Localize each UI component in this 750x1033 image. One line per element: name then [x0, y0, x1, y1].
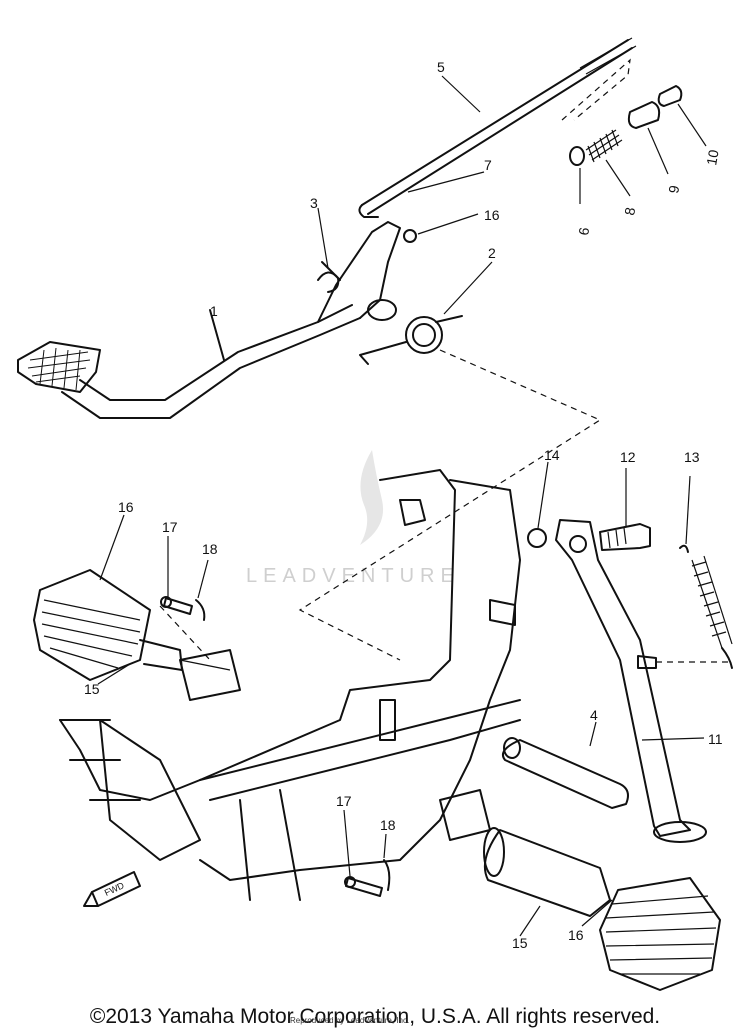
clip — [317, 271, 340, 293]
parts-diagram: LEADVENTURE — [17, 37, 733, 991]
right-pin — [344, 859, 391, 897]
callout-2: 2 — [488, 245, 496, 261]
callout-17-right: 17 — [336, 793, 352, 809]
callout-labels: 5 7 16 2 3 6 8 9 10 14 12 13 4 11 16 17 … — [84, 59, 723, 951]
callout-16-washer: 16 — [484, 207, 500, 223]
left-footrest — [33, 569, 231, 681]
callout-7: 7 — [484, 157, 492, 173]
washer — [403, 229, 417, 243]
stand-bolt — [599, 523, 651, 551]
callout-11: 11 — [708, 731, 723, 747]
callout-1: 1 — [210, 303, 218, 319]
callout-10: 10 — [703, 148, 721, 166]
copyright-notice: ©2013 Yamaha Motor Corporation, U.S.A. A… — [89, 1005, 661, 1028]
pivot-shaft — [501, 737, 629, 809]
stand-nut — [527, 528, 547, 548]
right-footrest — [483, 827, 721, 991]
fwd-arrow-icon: FWD — [83, 871, 141, 907]
callout-4: 4 — [590, 707, 598, 723]
brake-pedal — [17, 221, 401, 419]
callout-12: 12 — [620, 449, 636, 465]
callout-16-right: 16 — [568, 927, 584, 943]
callout-15-left: 15 — [84, 681, 100, 697]
leader-lines — [97, 75, 707, 937]
callout-13: 13 — [684, 449, 700, 465]
callout-8: 8 — [621, 206, 638, 217]
callout-16-left: 16 — [118, 499, 134, 515]
main-stand — [555, 519, 707, 843]
callout-3: 3 — [310, 195, 318, 211]
callout-15-right: 15 — [512, 935, 528, 951]
callout-5: 5 — [437, 59, 445, 75]
callout-14: 14 — [544, 447, 560, 463]
adjuster-parts — [569, 85, 683, 166]
brake-rod — [358, 37, 637, 218]
return-spring — [359, 315, 463, 365]
callout-18-right: 18 — [380, 817, 396, 833]
watermark-text: LEADVENTURE — [246, 565, 460, 587]
callout-18-left: 18 — [202, 541, 218, 557]
left-pin — [159, 596, 211, 661]
callout-9: 9 — [665, 184, 682, 195]
credit-line: Reproduced by LeadVenture, Inc. — [290, 1016, 410, 1025]
callout-17-left: 17 — [162, 519, 178, 535]
watermark: LEADVENTURE — [246, 450, 460, 587]
stand-spring — [637, 544, 733, 669]
frame — [59, 469, 521, 901]
callout-6: 6 — [575, 226, 592, 237]
